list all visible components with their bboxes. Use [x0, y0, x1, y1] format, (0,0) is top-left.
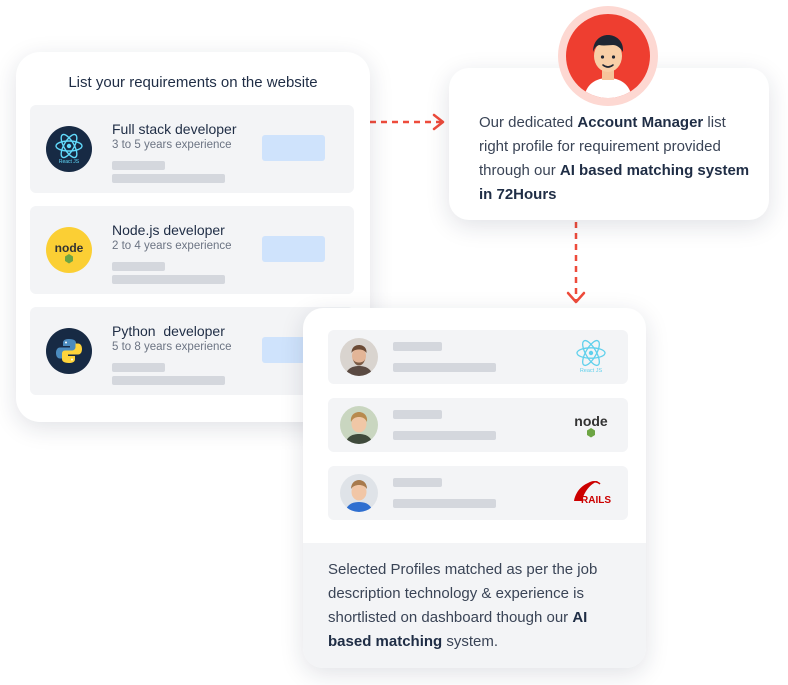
- avatar: [340, 474, 378, 512]
- person-icon: [584, 35, 632, 98]
- placeholder-bar: [393, 478, 442, 487]
- svg-text:React JS: React JS: [580, 368, 603, 374]
- profiles-footer: Selected Profiles matched as per the job…: [303, 543, 646, 668]
- placeholder-bar: [112, 161, 165, 170]
- account-manager-avatar: [558, 6, 658, 106]
- rails-icon: RAILS: [568, 475, 614, 511]
- placeholder-bar: [112, 262, 165, 271]
- placeholder-bar: [393, 499, 496, 508]
- requirement-name: Python developer: [112, 323, 225, 339]
- account-manager-description: Our dedicated Account Manager list right…: [479, 114, 750, 203]
- profiles-description: Selected Profiles matched as per the job…: [328, 561, 598, 650]
- arrow-right: [370, 113, 445, 131]
- python-icon: [46, 328, 92, 374]
- placeholder-bar: [393, 363, 496, 372]
- placeholder-bar: [393, 342, 442, 351]
- react-icon: React JS: [46, 126, 92, 172]
- requirement-experience: 2 to 4 years experience: [112, 240, 232, 252]
- svg-text:React JS: React JS: [59, 159, 80, 165]
- matched-profiles-card: React JS node: [303, 308, 646, 668]
- svg-text:RAILS: RAILS: [581, 495, 611, 506]
- placeholder-bar: [393, 431, 496, 440]
- requirement-name: Node.js developer: [112, 222, 225, 238]
- requirement-experience: 5 to 8 years experience: [112, 341, 232, 353]
- profile-row: React JS: [328, 330, 628, 384]
- nodejs-icon: node: [568, 407, 614, 443]
- requirements-title: List your requirements on the website: [68, 74, 318, 91]
- placeholder-bar: [112, 376, 225, 385]
- requirements-card: List your requirements on the website Re…: [16, 52, 370, 422]
- requirement-name: Full stack developer: [112, 121, 237, 137]
- svg-text:node: node: [55, 241, 84, 255]
- placeholder-button[interactable]: [262, 135, 325, 161]
- svg-text:node: node: [574, 413, 608, 429]
- requirement-row-full-stack: React JS Full stack developer 3 to 5 yea…: [30, 105, 354, 193]
- avatar: [340, 406, 378, 444]
- placeholder-bar: [112, 275, 225, 284]
- arrow-down: [566, 222, 586, 304]
- requirement-experience: 3 to 5 years experience: [112, 139, 232, 151]
- placeholder-button[interactable]: [262, 236, 325, 262]
- avatar: [340, 338, 378, 376]
- nodejs-icon: node: [46, 227, 92, 273]
- placeholder-bar: [393, 410, 442, 419]
- placeholder-bar: [112, 363, 165, 372]
- react-icon: React JS: [568, 339, 614, 375]
- placeholder-bar: [112, 174, 225, 183]
- profile-row: node: [328, 398, 628, 452]
- requirement-row-nodejs: node Node.js developer 2 to 4 years expe…: [30, 206, 354, 294]
- profile-row: RAILS: [328, 466, 628, 520]
